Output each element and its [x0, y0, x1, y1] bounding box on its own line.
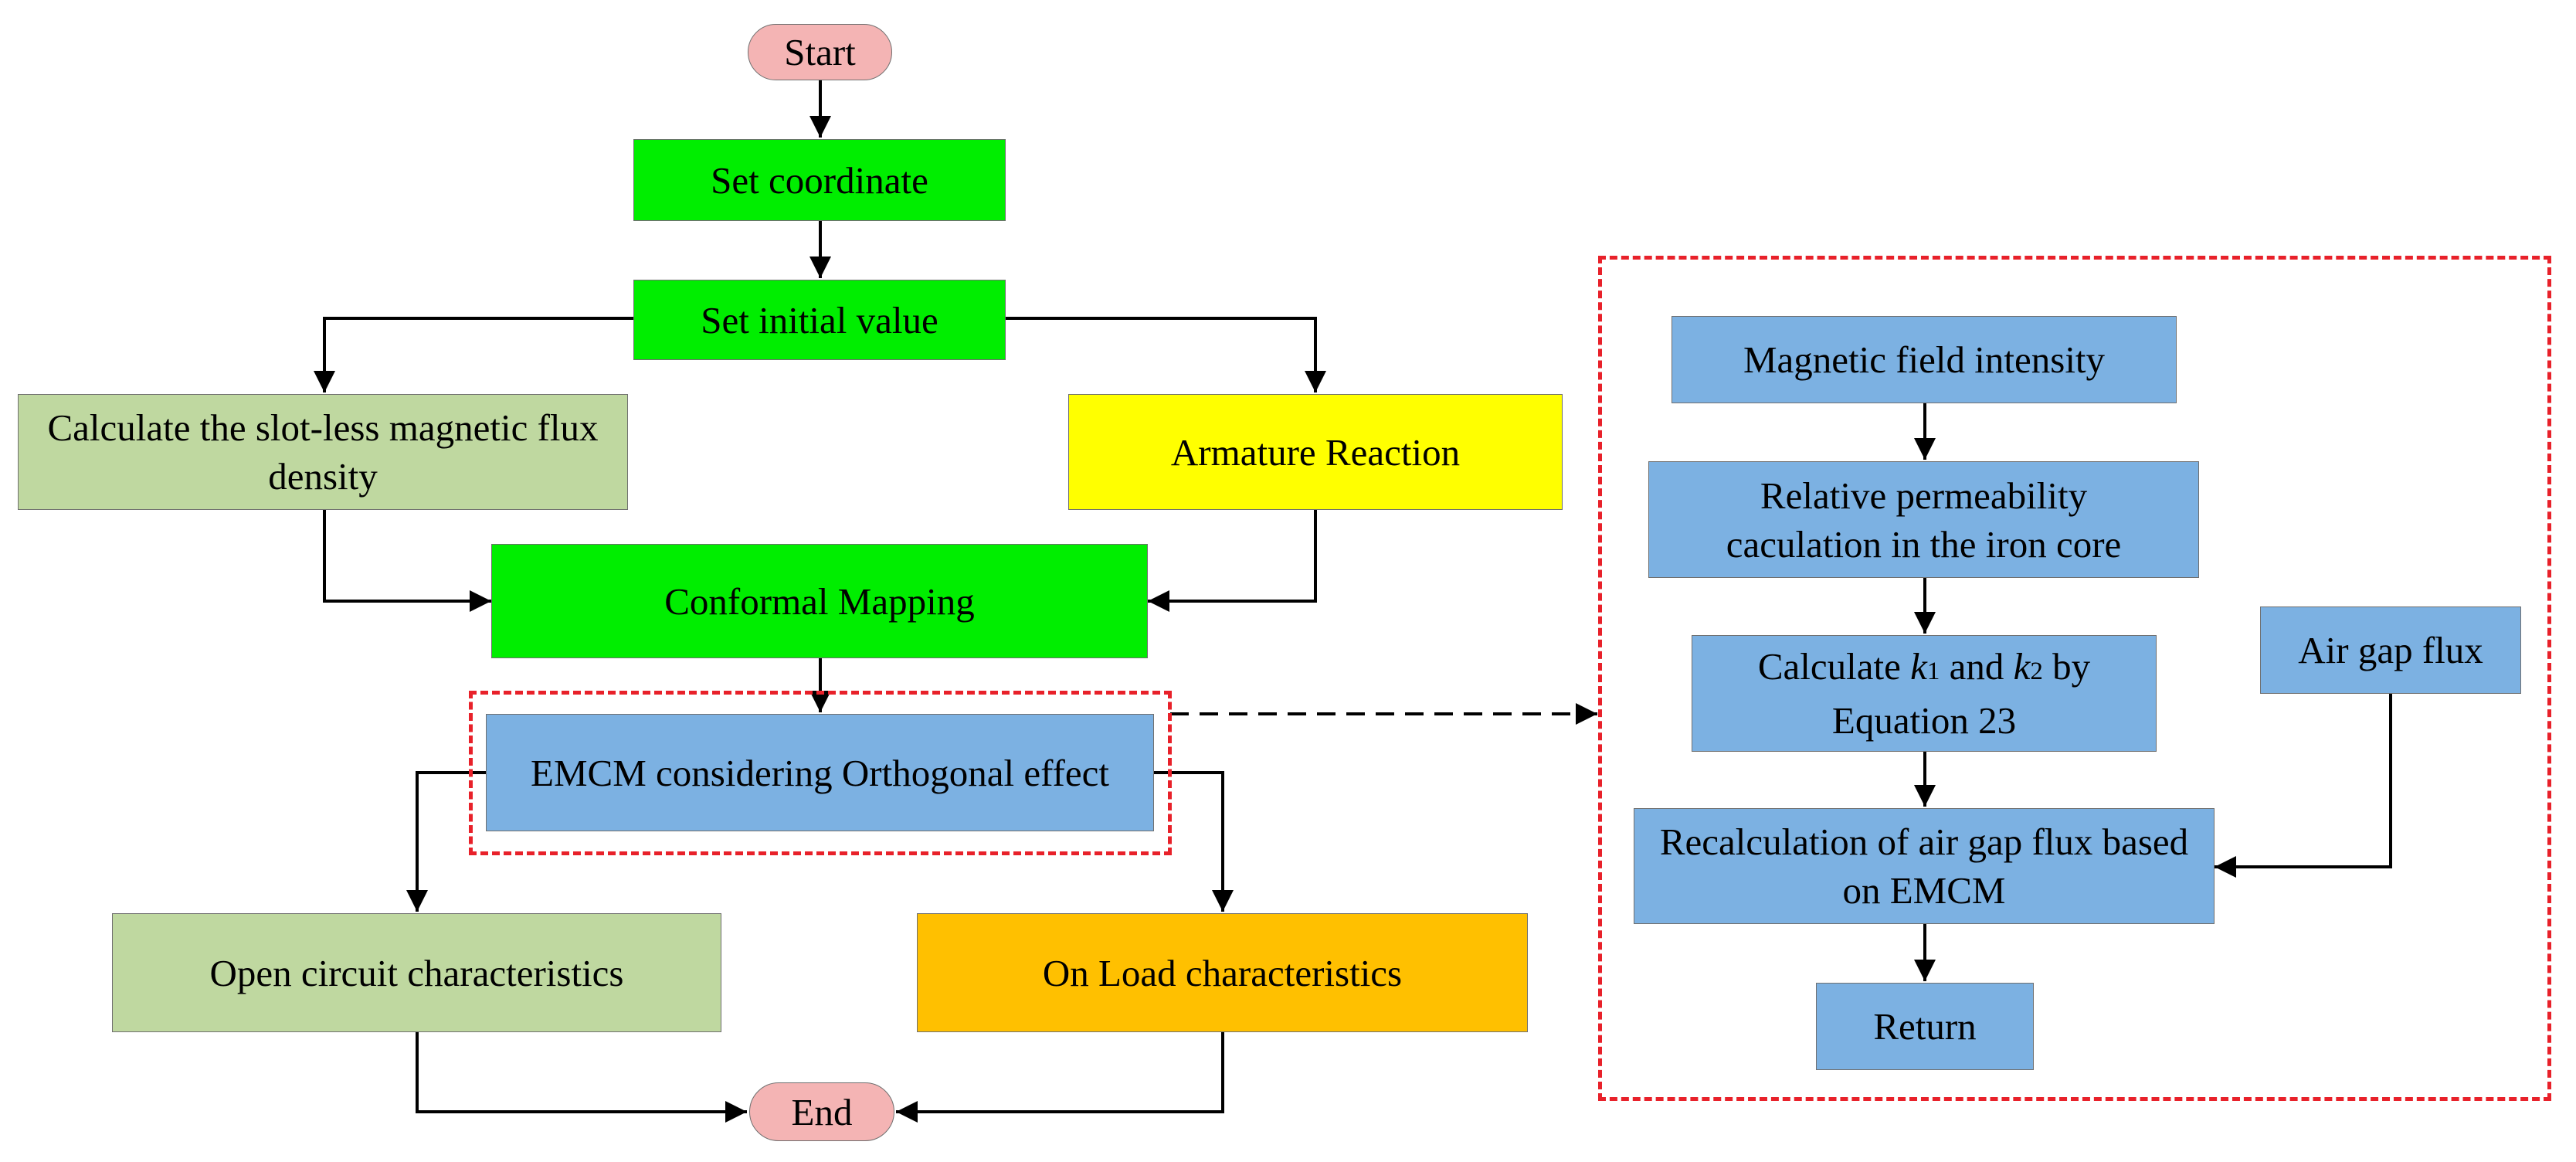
edge-airgap-to-recalc [2215, 694, 2392, 878]
edge-emcm-to-open-circuit [406, 771, 486, 912]
relative-permeability-step: Relative permeability caculation in the … [1648, 461, 2199, 578]
return-step: Return [1816, 983, 2034, 1070]
detail-subprocess-frame [1598, 256, 2551, 1101]
calculate-k-line2: Equation 23 [1831, 699, 2017, 742]
start-terminal: Start [748, 24, 892, 80]
set-initial-value-step: Set initial value [633, 280, 1006, 360]
emcm-highlight-frame [469, 691, 1172, 855]
open-circuit-step: Open circuit characteristics [112, 913, 721, 1032]
emcm-step: EMCM considering Orthogonal effect [486, 714, 1154, 831]
air-gap-flux-step: Air gap flux [2260, 606, 2521, 694]
edge-set-initial-to-armature [1006, 317, 1326, 392]
end-terminal: End [749, 1082, 894, 1141]
recalculation-step: Recalculation of air gap flux based on E… [1634, 808, 2215, 924]
calculate-k-line1: Calculate k1 and k2 by [1757, 645, 2091, 688]
edge-on-load-to-end [896, 1032, 1224, 1123]
set-coordinate-step: Set coordinate [633, 139, 1006, 221]
edge-armature-to-conformal [1148, 510, 1317, 612]
edge-slot-less-to-conformal [323, 510, 491, 612]
calculate-k-step: Calculate k1 and k2 by Equation 23 [1692, 635, 2157, 752]
edge-set-initial-to-slot-less [314, 317, 635, 392]
edge-emcm-to-on-load [1154, 771, 1234, 912]
armature-reaction-step: Armature Reaction [1068, 394, 1563, 510]
edge-open-circuit-to-end [416, 1032, 747, 1123]
slot-less-flux-step: Calculate the slot-less magnetic flux de… [18, 394, 628, 510]
on-load-step: On Load characteristics [917, 913, 1528, 1032]
magnetic-field-intensity-step: Magnetic field intensity [1672, 316, 2177, 403]
conformal-mapping-step: Conformal Mapping [491, 544, 1148, 658]
